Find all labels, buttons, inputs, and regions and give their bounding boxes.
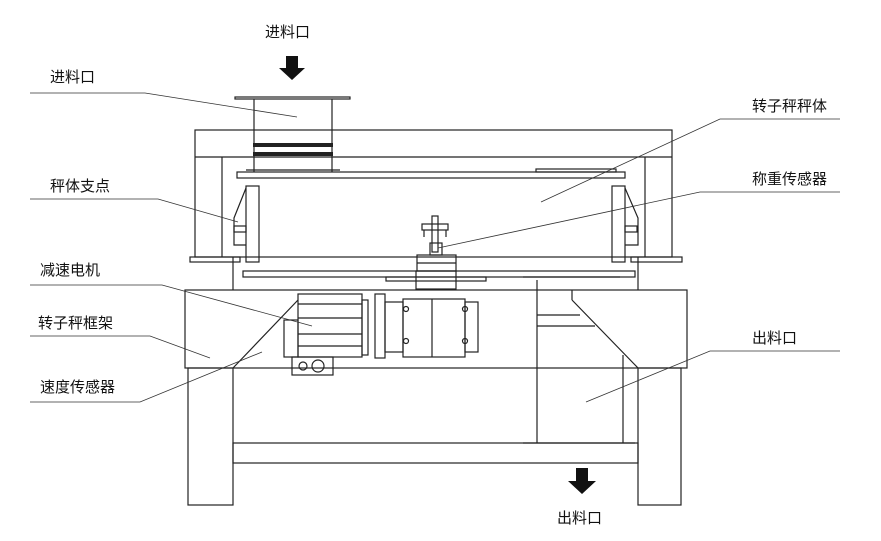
machine-drawing [184, 56, 688, 506]
label-motor: 减速电机 [40, 261, 100, 279]
label-outlet-right: 出料口 [752, 329, 797, 347]
middle-frame [184, 257, 688, 369]
label-load-cell: 称重传感器 [752, 170, 827, 188]
upper-frame [189, 129, 683, 263]
label-inlet-left: 进料口 [50, 68, 95, 86]
leader-lines [30, 92, 840, 403]
outlet-arrow-icon [568, 468, 596, 494]
label-frame: 转子秤框架 [38, 314, 113, 332]
inlet-pipe [234, 96, 351, 172]
gear-motor [283, 293, 479, 376]
label-scale-body: 转子秤秤体 [752, 97, 827, 115]
label-pivot: 秤体支点 [50, 177, 110, 195]
label-speed-sensor: 速度传感器 [40, 378, 115, 396]
inlet-arrow-icon [279, 56, 305, 80]
legs [187, 367, 682, 506]
outlet-chute [523, 276, 635, 444]
load-cell [385, 215, 487, 290]
label-inlet-top: 进料口 [265, 23, 310, 41]
label-outlet-bottom: 出料口 [557, 509, 602, 527]
